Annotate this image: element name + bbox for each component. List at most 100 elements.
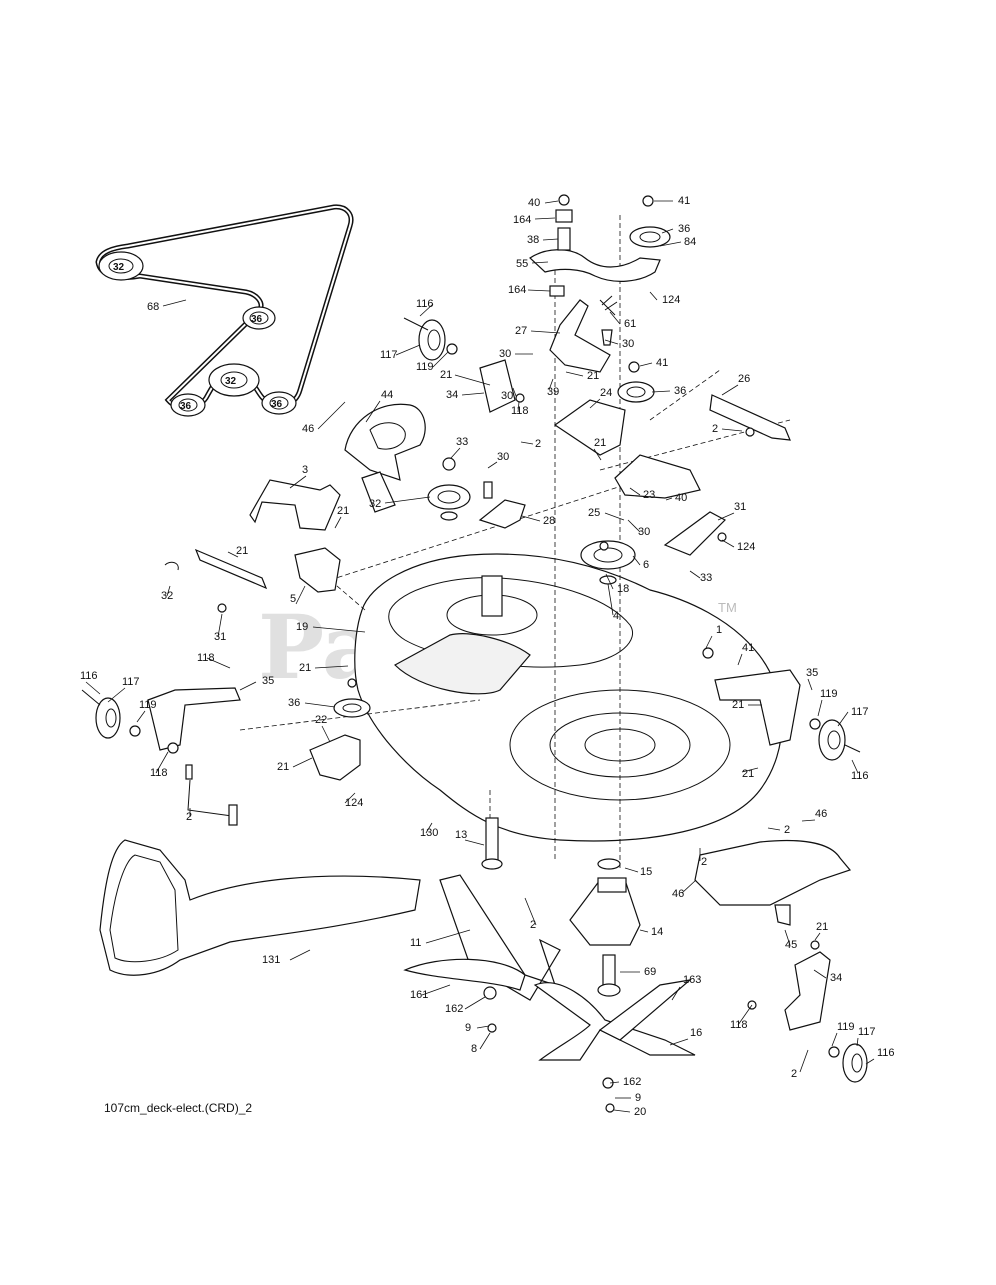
callout-leader (217, 613, 223, 638)
svg-text:36: 36 (251, 314, 263, 325)
parts-group (81, 194, 868, 1113)
part-callout-13: 13 (455, 829, 467, 841)
callout-leader (421, 984, 451, 996)
part-callout-35: 35 (806, 667, 818, 679)
part-callout-30: 30 (501, 390, 513, 402)
callout-leader (721, 384, 739, 396)
part-callout-118: 118 (197, 652, 215, 664)
part-callout-36: 36 (678, 223, 690, 235)
part-callout-46: 46 (302, 423, 314, 435)
callout-leader (527, 289, 551, 292)
part-callout-8: 8 (471, 1043, 477, 1055)
part-callout-22: 22 (315, 714, 327, 726)
part-callout-116: 116 (416, 298, 434, 310)
part-callout-34: 34 (830, 972, 842, 984)
part-callout-119: 119 (820, 688, 838, 700)
callout-leader (304, 702, 336, 708)
diagram-caption: 107cm_deck-elect.(CRD)_2 (104, 1101, 252, 1115)
idler-arm-bracket (529, 249, 661, 282)
callout-leader (613, 1109, 631, 1113)
center-support-bracket (553, 399, 626, 456)
part-callout-116: 116 (877, 1047, 895, 1059)
blade-pulley-right (580, 540, 636, 570)
belt-pulley-3: 32 (208, 363, 260, 397)
part-callout-124: 124 (345, 797, 363, 809)
svg-text:36: 36 (180, 401, 192, 412)
idler-pulley-left (333, 698, 371, 718)
callout-leader (531, 261, 549, 264)
part-callout-33: 33 (456, 436, 468, 448)
callout-leader (799, 1049, 809, 1073)
callout-leader (817, 699, 823, 717)
anti-scalp-wheel-left (95, 697, 121, 739)
front-bracket-left (249, 479, 341, 531)
part-callout-2: 2 (712, 423, 718, 435)
callout-leader (544, 200, 559, 204)
part-callout-117: 117 (858, 1026, 876, 1038)
part-callout-20: 20 (634, 1106, 646, 1118)
callout-leader (721, 428, 743, 432)
callout-leader (629, 487, 641, 496)
idler-bushing (555, 209, 573, 223)
part-callout-25: 25 (588, 507, 600, 519)
callout-leader (289, 949, 311, 961)
callout-leader (321, 725, 331, 743)
wheel-bracket-right (714, 669, 801, 746)
part-callout-14: 14 (651, 926, 663, 938)
belt-pulley-1: 32 (98, 251, 144, 281)
callout-leader (155, 751, 169, 774)
part-callout-116: 116 (80, 670, 98, 682)
callout-leader (565, 371, 584, 377)
front-hanger-bracket (294, 547, 341, 593)
callout-leader (542, 238, 559, 241)
part-callout-61: 61 (624, 318, 636, 330)
callout-leader (813, 969, 827, 979)
part-callout-21: 21 (299, 662, 311, 674)
callout-leader (464, 839, 485, 846)
callout-leader (741, 767, 759, 773)
part-callout-1: 1 (716, 624, 722, 636)
callout-leader (649, 291, 658, 301)
part-callout-23: 23 (643, 489, 655, 501)
part-callout-39: 39 (547, 386, 559, 398)
lower-bushing (549, 285, 565, 297)
part-callout-11: 11 (410, 937, 421, 949)
discharge-deflector-plate (394, 633, 531, 695)
callout-leader (814, 932, 821, 941)
svg-text:32: 32 (225, 376, 237, 387)
callout-leader (851, 759, 859, 774)
part-callout-33: 33 (700, 572, 712, 584)
callout-leader (689, 570, 701, 579)
deck-spindle-tube (481, 575, 503, 617)
callout-leader (632, 555, 641, 566)
svg-text:32: 32 (113, 262, 125, 273)
belt-pulley-5: 36 (261, 391, 297, 415)
callout-leader (681, 879, 697, 894)
blade-pulley-left (427, 484, 471, 510)
belt-pulley-2: 36 (242, 306, 276, 330)
part-callout-124: 124 (737, 541, 755, 553)
part-callout-9: 9 (465, 1022, 471, 1034)
callout-leader (627, 519, 641, 533)
callout-leader (312, 626, 366, 633)
part-callout-21: 21 (732, 699, 744, 711)
callout-leader (604, 339, 619, 345)
callout-leader (517, 401, 520, 413)
callout-leader (461, 392, 485, 396)
callout-leader (607, 583, 614, 616)
callout-leader (384, 496, 431, 504)
callout-leader (425, 822, 433, 834)
belt-pulley-4: 36 (170, 393, 206, 417)
discharge-chute (99, 839, 421, 976)
idler-arm (549, 299, 611, 373)
idler-pulley-top (629, 226, 671, 248)
belt-part-number: 68 (147, 301, 159, 313)
part-callout-21: 21 (440, 369, 452, 381)
deck-shell (354, 553, 783, 842)
callout-leader (487, 461, 498, 469)
callout-leader (521, 515, 541, 522)
callout-leader (534, 217, 556, 220)
callout-leader (609, 1081, 620, 1084)
callout-leader (865, 1058, 875, 1065)
callout-leader (479, 1032, 491, 1050)
